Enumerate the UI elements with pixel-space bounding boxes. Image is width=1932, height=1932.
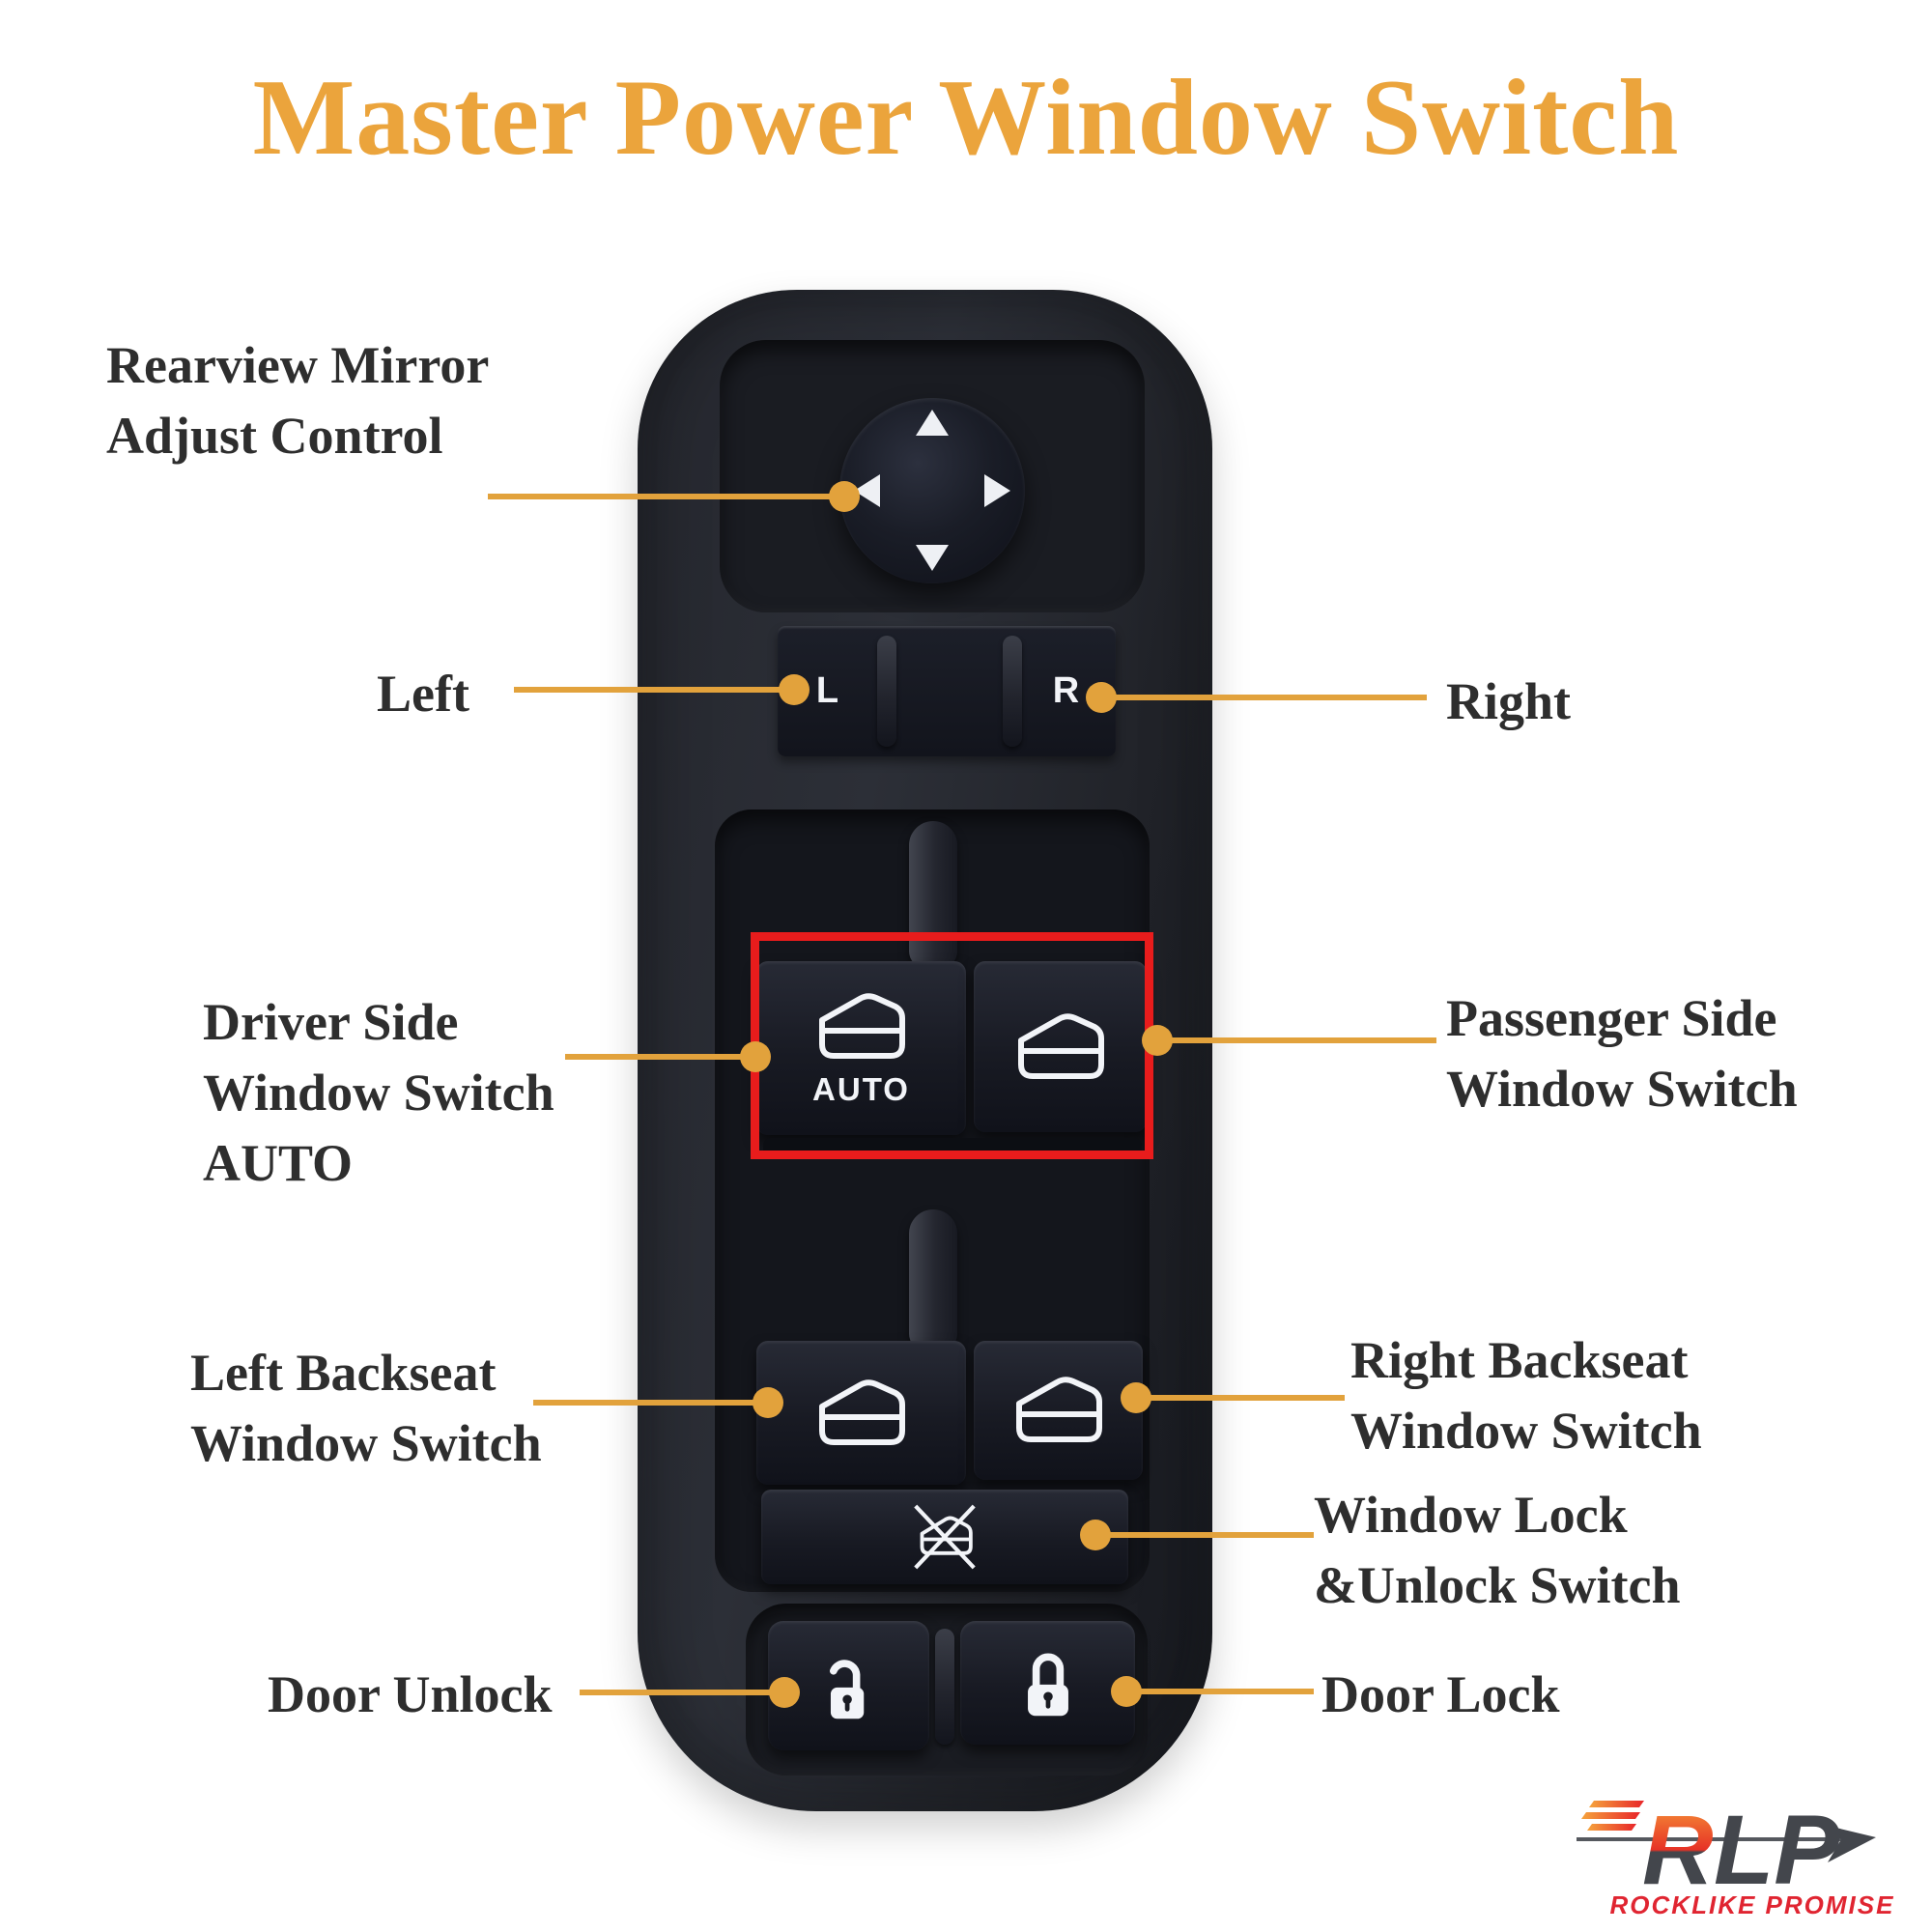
label-right-backseat: Right Backseat Window Switch <box>1350 1331 1702 1460</box>
driver-window-switch-button: AUTO <box>756 961 966 1135</box>
leader-line-passenger <box>1157 1037 1436 1043</box>
label-door-lock: Door Lock <box>1321 1665 1560 1723</box>
label-passenger-window-switch: Passenger Side Window Switch <box>1446 989 1798 1118</box>
window-switch-icon <box>818 993 905 1059</box>
label-mirror-left: Left <box>377 665 469 723</box>
leader-dot-mirror-right <box>1086 682 1117 713</box>
mirror-select-left-label: L <box>815 670 839 711</box>
leader-line-door-unlock <box>580 1690 784 1695</box>
logo-speed-lines <box>1581 1801 1644 1831</box>
leader-dot-driver <box>740 1041 771 1072</box>
right-backseat-window-switch-button <box>974 1341 1143 1480</box>
leader-dot-door-lock <box>1111 1676 1142 1707</box>
mirror-select-right-button: R <box>1016 626 1116 756</box>
leader-line-right-backseat <box>1136 1395 1345 1401</box>
door-lock-button <box>960 1621 1135 1745</box>
leader-dot-left-backseat <box>753 1387 783 1418</box>
window-switch-icon <box>818 1378 905 1445</box>
label-driver-window-switch: Driver Side Window Switch AUTO <box>203 993 554 1192</box>
arrow-up-icon <box>916 410 949 436</box>
label-left-backseat: Left Backseat Window Switch <box>190 1344 542 1472</box>
leader-line-driver <box>565 1054 755 1060</box>
window-switch-icon <box>1017 1012 1104 1079</box>
window-switch-icon <box>1015 1377 1102 1442</box>
mirror-selector-row <box>778 626 1116 756</box>
logo-letter-r: R <box>1642 1795 1714 1905</box>
center-fin-middle <box>909 1209 957 1350</box>
selector-ridge-left <box>877 636 896 747</box>
left-backseat-window-switch-button <box>756 1341 966 1485</box>
brand-logo: R LP ROCKLIKE PROMISE <box>1577 1795 1895 1919</box>
label-window-lock: Window Lock &Unlock Switch <box>1314 1486 1681 1614</box>
logo-arrow-head <box>1820 1824 1876 1862</box>
arrow-right-icon <box>984 474 1010 507</box>
mirror-select-right-label: R <box>1052 670 1080 711</box>
page-title: Master Power Window Switch <box>252 58 1680 178</box>
window-lock-icon <box>914 1504 976 1570</box>
center-fin-top <box>909 821 957 968</box>
logo-name: ROCKLIKE PROMISE <box>1610 1890 1895 1919</box>
leader-line-mirror-right <box>1101 695 1427 700</box>
door-button-divider <box>935 1629 954 1745</box>
selector-ridge-right <box>1003 636 1022 747</box>
highlight-rectangle <box>751 932 1153 1159</box>
unlock-icon <box>829 1660 864 1719</box>
lock-icon <box>1027 1653 1068 1717</box>
window-lock-switch-bar <box>761 1490 1128 1584</box>
label-mirror-right: Right <box>1446 672 1572 730</box>
leader-dot-passenger <box>1142 1025 1173 1056</box>
label-rearview-mirror: Rearview Mirror Adjust Control <box>106 336 490 465</box>
leader-line-mirror-left <box>514 687 794 693</box>
auto-label: AUTO <box>812 1071 910 1107</box>
leader-dot-mirror-left <box>779 674 810 705</box>
leader-dot-door-unlock <box>769 1677 800 1708</box>
passenger-window-switch-button <box>974 961 1147 1132</box>
label-door-unlock: Door Unlock <box>268 1665 553 1723</box>
leader-line-left-backseat <box>533 1400 768 1406</box>
leader-dot-right-backseat <box>1121 1382 1151 1413</box>
leader-dot-window-lock <box>1080 1520 1111 1550</box>
leader-dot-rearview <box>829 481 860 512</box>
mirror-select-left-button: L <box>778 626 877 756</box>
leader-line-door-lock <box>1126 1689 1314 1694</box>
logo-letters-lp: LP <box>1714 1795 1840 1905</box>
leader-line-window-lock <box>1095 1532 1314 1538</box>
leader-line-rearview <box>488 494 844 499</box>
arrow-down-icon <box>916 545 949 571</box>
